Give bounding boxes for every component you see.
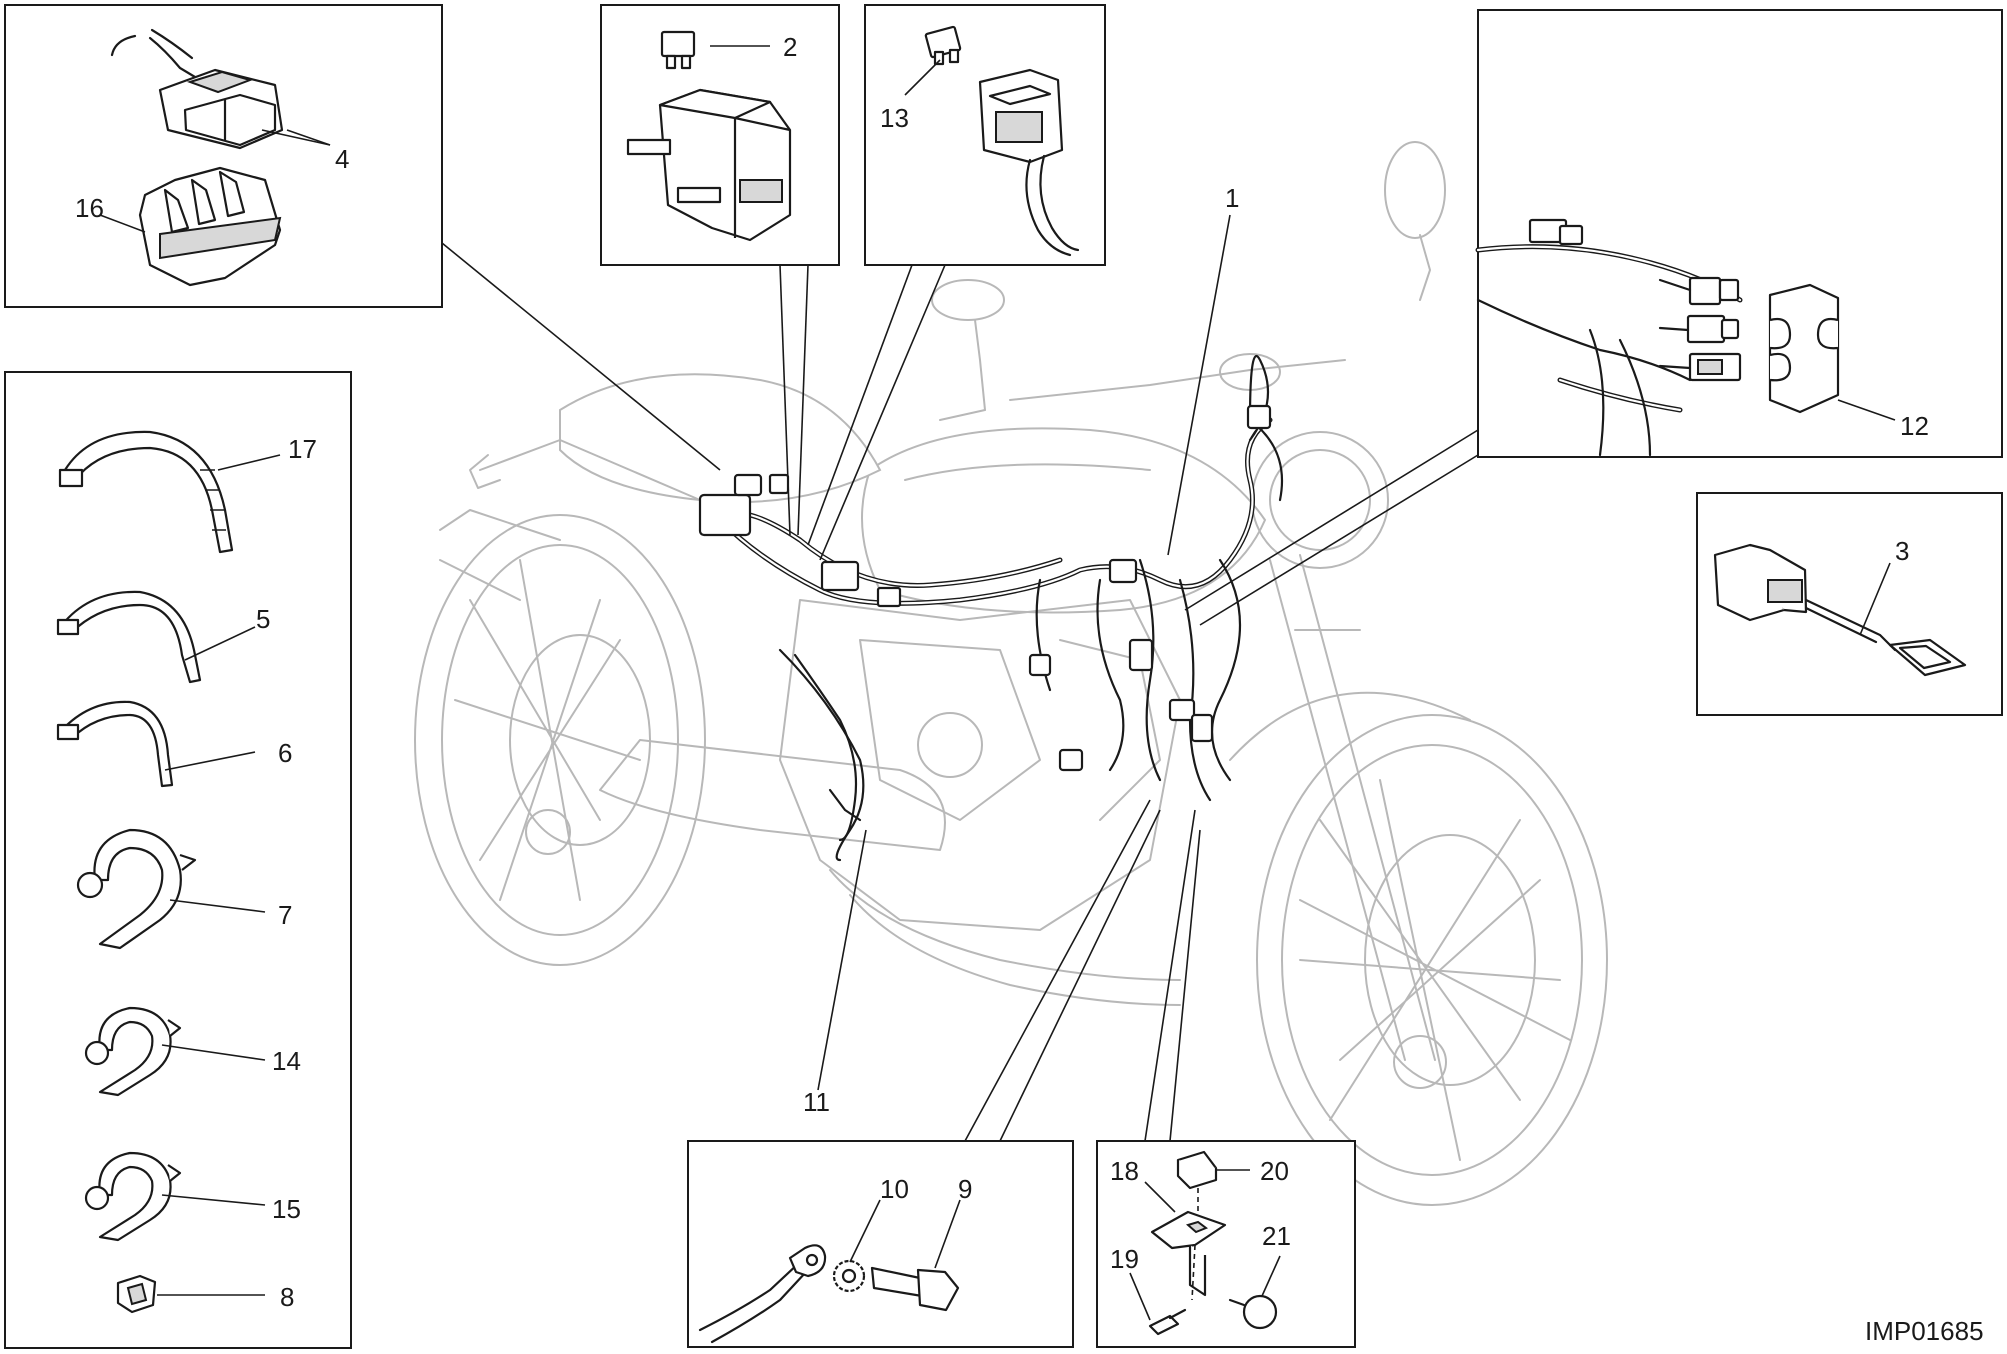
- panel-relay-connector: 13: [864, 4, 1106, 266]
- callout-6: 6: [278, 738, 292, 768]
- callout-19: 19: [1110, 1244, 1139, 1274]
- wiring-bundle-illustration: [1475, 218, 1743, 457]
- relay-connector-illustration: [978, 68, 1080, 257]
- panel-diagnostic-connector: 3: [1696, 492, 2003, 716]
- callout-10: 10: [880, 1174, 909, 1204]
- diagram-code: IMP01685: [1865, 1316, 1984, 1346]
- callout-2: 2: [783, 32, 797, 62]
- callout-1: 1: [1225, 183, 1239, 213]
- callout-14: 14: [272, 1046, 301, 1076]
- callout-7: 7: [278, 900, 292, 930]
- leader-lines: 1 11: [441, 183, 1479, 1142]
- callout-11: 11: [803, 1087, 830, 1117]
- relay-pair-illustration: [110, 28, 284, 150]
- motorcycle-outline: [414, 141, 1608, 1206]
- cable-tie-17-illustration: [58, 430, 234, 554]
- clamp-15-illustration: [84, 1151, 182, 1242]
- callout-3: 3: [1895, 536, 1909, 566]
- callout-16: 16: [75, 193, 104, 223]
- clamp-7-illustration: [76, 828, 197, 950]
- clip-8-illustration: [116, 1274, 157, 1314]
- diagnostic-connector-illustration: [1713, 543, 1967, 677]
- screw-illustration: [870, 1266, 960, 1312]
- fuse-illustration: [660, 30, 696, 70]
- rubber-21-illustration: [1228, 1294, 1278, 1330]
- callout-18: 18: [1110, 1156, 1139, 1186]
- small-fuse-illustration: [924, 25, 962, 66]
- serrated-washer-illustration: [832, 1259, 866, 1293]
- front-wheel: [1256, 714, 1608, 1206]
- clamp-14-illustration: [84, 1006, 182, 1097]
- callout-21: 21: [1262, 1221, 1291, 1251]
- callout-8: 8: [280, 1282, 294, 1312]
- callout-5: 5: [256, 604, 270, 634]
- main-wiring-harness: [698, 354, 1284, 862]
- panel-relays: 4 16: [4, 4, 443, 308]
- callout-12: 12: [1900, 411, 1929, 441]
- panel-connectors: 12: [1475, 9, 2003, 458]
- fuse-box-illustration: [626, 88, 792, 242]
- panel-ground-screw: 10 9: [687, 1140, 1074, 1348]
- connector-holder-illustration: [1768, 283, 1840, 414]
- callout-17: 17: [288, 434, 317, 464]
- panel-cable-ties: 17 5 6 7 14 15 8: [4, 371, 352, 1349]
- screw-19-illustration: [1148, 1308, 1187, 1336]
- cable-tie-6-illustration: [56, 700, 174, 788]
- callout-20: 20: [1260, 1156, 1289, 1186]
- callout-9: 9: [958, 1174, 972, 1204]
- relay-holder-illustration: [138, 166, 282, 287]
- cable-tie-5-illustration: [56, 590, 202, 684]
- clip-nut-illustration: [1176, 1150, 1218, 1190]
- ground-lead-illustration: [698, 1244, 827, 1344]
- rear-wheel: [414, 514, 706, 966]
- panel-bracket: 20 18 19 21: [1096, 1140, 1356, 1348]
- callout-15: 15: [272, 1194, 301, 1224]
- callout-13: 13: [880, 103, 909, 133]
- panel-fuse-box: 2: [600, 4, 840, 266]
- callout-4: 4: [335, 144, 349, 174]
